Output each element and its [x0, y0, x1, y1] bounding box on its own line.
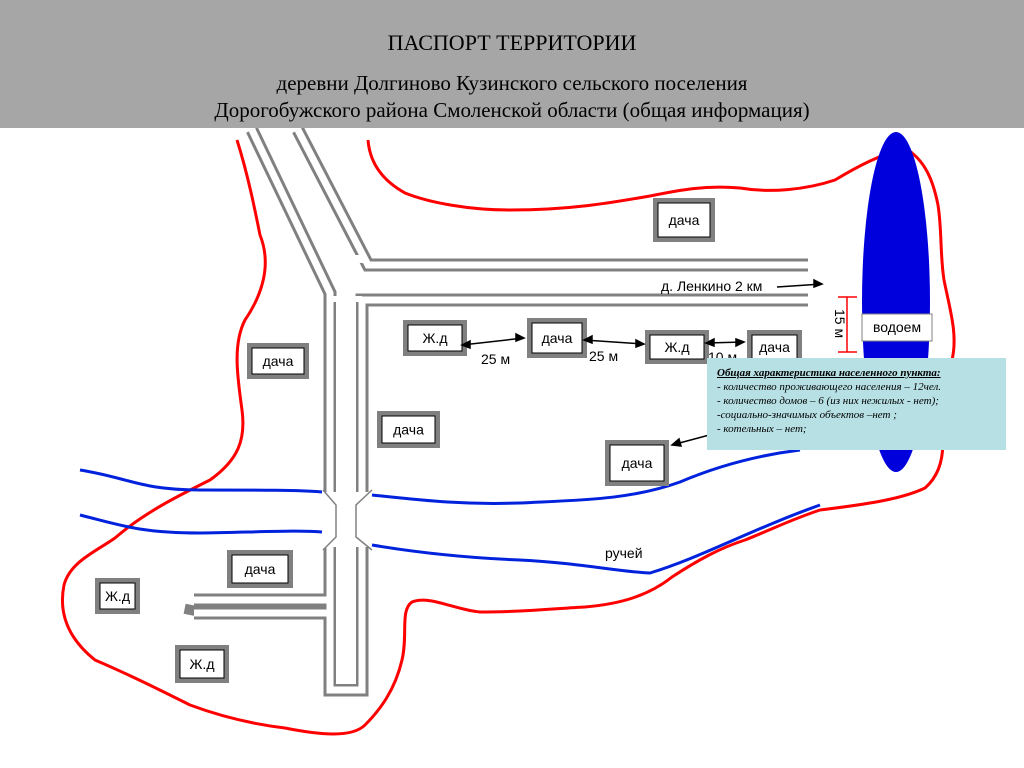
- building-label: дача: [542, 330, 573, 346]
- stream: [79, 448, 821, 575]
- water-label: водоем: [873, 319, 921, 335]
- roads: [183, 127, 808, 697]
- header: ПАСПОРТ ТЕРРИТОРИИ деревни Долгиново Куз…: [0, 0, 1024, 128]
- distance-label: 25 м: [481, 351, 510, 367]
- info-heading: Общая характеристика населенного пункта:: [717, 367, 941, 379]
- building-box: [531, 322, 583, 354]
- water-distance-marker: [838, 296, 857, 353]
- water-distance-label: 15 м: [832, 309, 848, 338]
- building-label: дача: [393, 422, 424, 438]
- building-box: [99, 582, 136, 610]
- info-row: -социально-значимых объектов –нет ;: [717, 409, 897, 421]
- building: дача: [377, 411, 440, 448]
- building-box: [649, 334, 705, 360]
- settlement-boundary: [61, 139, 956, 736]
- building: Ж.д: [645, 330, 709, 364]
- building-label: Ж.д: [105, 588, 130, 604]
- building: Ж.д: [403, 320, 467, 356]
- road-label: д. Ленкино 2 км: [661, 278, 762, 294]
- subtitle-line: Дорогобужского района Смоленской области…: [214, 98, 810, 122]
- building: дача: [227, 550, 293, 588]
- building-label: Ж.д: [423, 330, 448, 346]
- building: дача: [653, 198, 715, 242]
- page-subtitle: деревни Долгиново Кузинского сельского п…: [0, 70, 1024, 124]
- page-title: ПАСПОРТ ТЕРРИТОРИИ: [387, 30, 637, 55]
- building-label: Ж.д: [665, 339, 690, 355]
- building-box: [407, 324, 463, 352]
- building-label: дача: [669, 212, 700, 228]
- building-box: [231, 554, 289, 584]
- info-row: - количество домов – 6 (из них нежилых -…: [717, 395, 939, 407]
- building-label: дача: [759, 339, 790, 355]
- stream-label: ручей: [605, 545, 643, 561]
- building-box: [381, 415, 436, 444]
- building: дача: [247, 343, 309, 379]
- building: дача: [527, 318, 587, 358]
- water-label-box: [861, 313, 933, 342]
- info-row: - количество проживающего населения – 12…: [717, 381, 941, 393]
- building-box: [609, 444, 665, 482]
- building-label: дача: [263, 353, 294, 369]
- subtitle-line: деревни Долгиново Кузинского сельского п…: [276, 71, 748, 95]
- building-box: [179, 649, 225, 679]
- building-box: [657, 202, 711, 238]
- distance-label: 25 м: [589, 348, 618, 364]
- building-box: [751, 334, 798, 360]
- building: Ж.д: [95, 578, 140, 614]
- building: Ж.д: [175, 645, 229, 683]
- building-label: Ж.д: [190, 656, 215, 672]
- building-label: дача: [622, 455, 653, 471]
- info-box: Общая характеристика населенного пункта:…: [707, 358, 1006, 450]
- building: дача: [605, 440, 669, 486]
- bridge: [322, 489, 373, 551]
- info-row: - котельных – нет;: [717, 423, 807, 435]
- building-label: дача: [245, 561, 276, 577]
- building-box: [251, 347, 305, 375]
